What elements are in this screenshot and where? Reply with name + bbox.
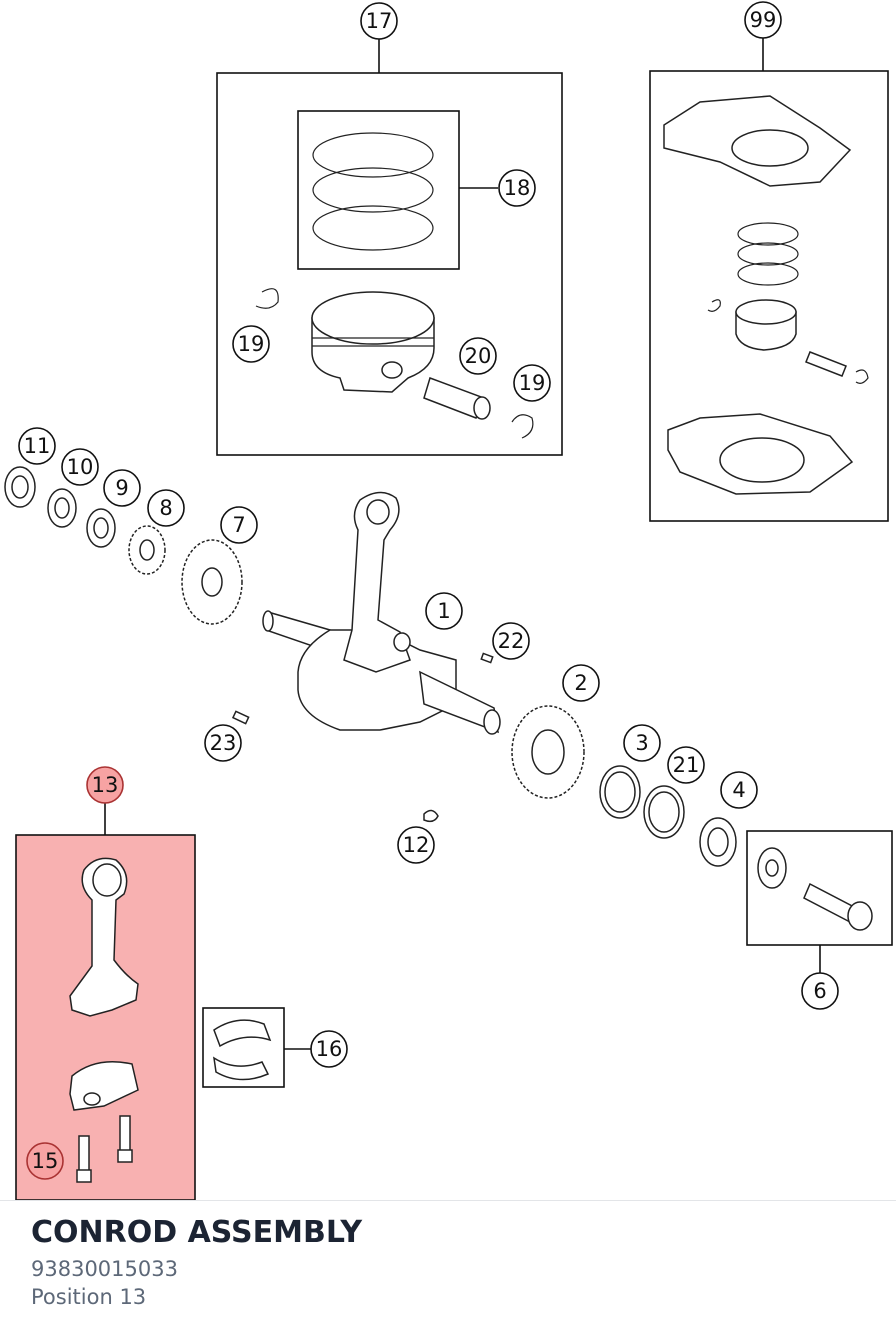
callout-17[interactable]: 17: [360, 2, 398, 40]
callout-11-label: 11: [24, 434, 51, 458]
callout-22[interactable]: 22: [492, 622, 530, 660]
crankshaft-icon: [262, 491, 501, 735]
callout-99[interactable]: 99: [744, 1, 782, 39]
callout-17-label: 17: [366, 9, 393, 33]
bolt-icon: [757, 847, 873, 931]
callout-6-label: 6: [813, 979, 826, 1003]
callout-2[interactable]: 2: [562, 664, 600, 702]
callout-19-right[interactable]: 19: [513, 364, 551, 402]
callout-23-label: 23: [210, 731, 237, 755]
callout-15-label: 15: [32, 1149, 59, 1173]
callout-18[interactable]: 18: [498, 169, 536, 207]
circlip-icon: [255, 288, 534, 439]
callout-11[interactable]: 11: [18, 427, 56, 465]
callout-23[interactable]: 23: [204, 724, 242, 762]
lock-nut-icon: [699, 817, 737, 867]
callout-3-label: 3: [635, 731, 648, 755]
washer-icon: [47, 488, 116, 548]
callout-10-label: 10: [67, 455, 94, 479]
callout-6[interactable]: 6: [801, 972, 839, 1010]
callout-4-label: 4: [732, 778, 745, 802]
gasket-icon: [663, 95, 854, 495]
part-title: CONROD ASSEMBLY: [31, 1215, 363, 1250]
callout-8-label: 8: [159, 496, 172, 520]
part-number: 93830015033: [31, 1257, 178, 1281]
callout-13[interactable]: 13: [86, 766, 124, 804]
callout-16-label: 16: [316, 1037, 343, 1061]
callout-19-left[interactable]: 19: [232, 325, 270, 363]
callout-19-left-label: 19: [238, 332, 265, 356]
exploded-parts-diagram: 17 99 18 19 20 19 11 10 9 8 7 1 22 2 23 …: [4, 1, 893, 1200]
callout-1[interactable]: 1: [425, 592, 463, 630]
piston-kit-box: [216, 72, 563, 456]
callout-7-label: 7: [232, 513, 245, 537]
bearing-shell-box: [202, 1007, 285, 1088]
callout-2-label: 2: [574, 671, 587, 695]
gear-icon: [181, 539, 243, 625]
callout-9[interactable]: 9: [103, 469, 141, 507]
callout-1-label: 1: [437, 599, 450, 623]
part-position: Position 13: [31, 1285, 147, 1309]
small-gear-icon: [128, 525, 166, 575]
part-info-panel: CONROD ASSEMBLY 93830015033 Position 13: [0, 1200, 896, 1336]
callout-12[interactable]: 12: [397, 826, 435, 864]
bearing-shell-icon: [213, 1019, 272, 1081]
callout-8[interactable]: 8: [147, 489, 185, 527]
callout-4[interactable]: 4: [720, 771, 758, 809]
callout-21[interactable]: 21: [667, 746, 705, 784]
piston-rings-icon: [312, 132, 434, 251]
callout-12-label: 12: [403, 833, 430, 857]
callout-99-label: 99: [750, 8, 777, 32]
top-end-rings-icon: [737, 222, 799, 286]
callout-13-label: 13: [92, 773, 119, 797]
piston-pin-icon: [423, 377, 491, 420]
woodruff-key-icon: [231, 652, 494, 823]
callout-22-label: 22: [498, 629, 525, 653]
seal-ring-icon: [4, 466, 36, 508]
thrust-washer-icon: [599, 765, 685, 839]
callout-7[interactable]: 7: [220, 506, 258, 544]
top-end-kit-box: [649, 70, 889, 522]
callout-9-label: 9: [115, 476, 128, 500]
piston-icon: [311, 291, 435, 393]
callout-16[interactable]: 16: [310, 1030, 348, 1068]
large-gear-icon: [511, 705, 585, 799]
callout-3[interactable]: 3: [623, 724, 661, 762]
callout-15[interactable]: 15: [26, 1142, 64, 1180]
piston-rings-box: [297, 110, 460, 270]
callout-20-label: 20: [465, 344, 492, 368]
callout-18-label: 18: [504, 176, 531, 200]
top-end-piston-icon: [707, 299, 869, 384]
connecting-rod-icon: [69, 857, 139, 1183]
callout-19-right-label: 19: [519, 371, 546, 395]
callout-21-label: 21: [673, 753, 700, 777]
callout-20[interactable]: 20: [459, 337, 497, 375]
callout-10[interactable]: 10: [61, 448, 99, 486]
